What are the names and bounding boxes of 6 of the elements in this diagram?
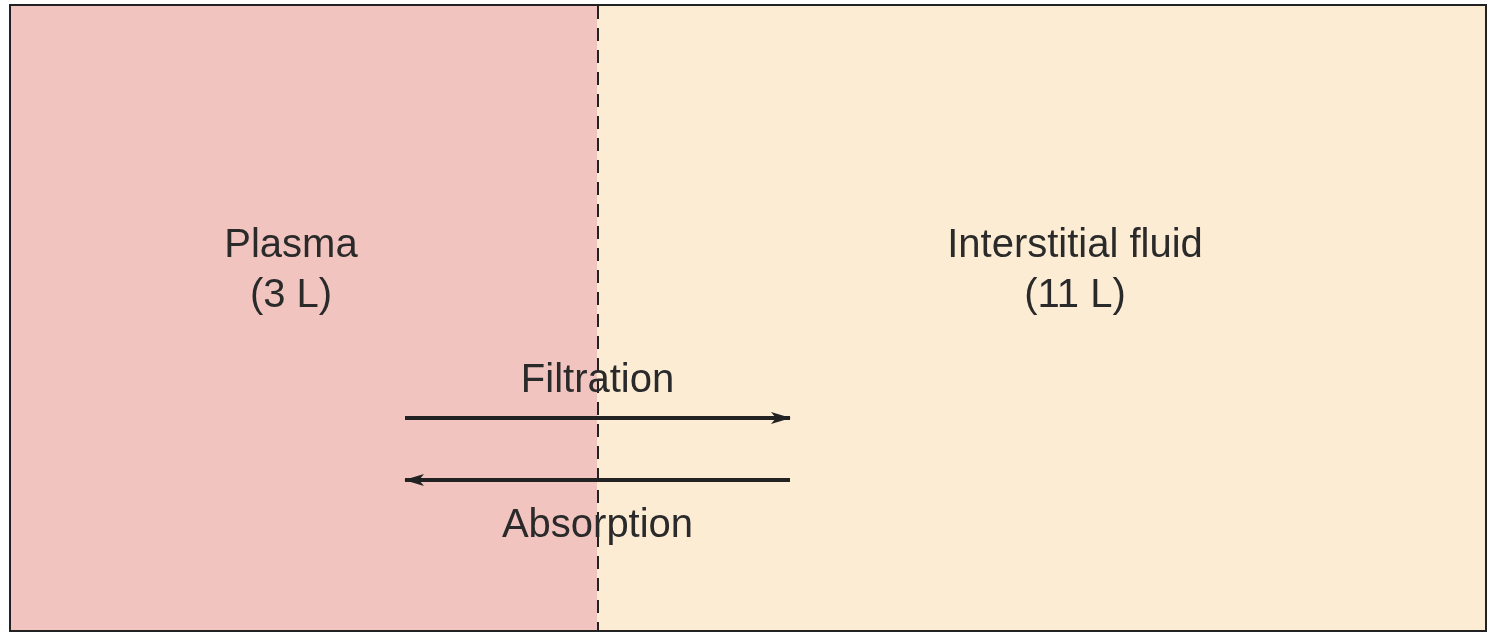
- arrow: [404, 474, 790, 486]
- edge-label: Filtration: [520, 356, 675, 401]
- compartment-label: Interstitial fluid (11 L): [946, 220, 1204, 317]
- edge-label: Absorption: [501, 501, 694, 546]
- compartment-label: Plasma (3 L): [223, 220, 359, 317]
- arrow: [405, 412, 791, 424]
